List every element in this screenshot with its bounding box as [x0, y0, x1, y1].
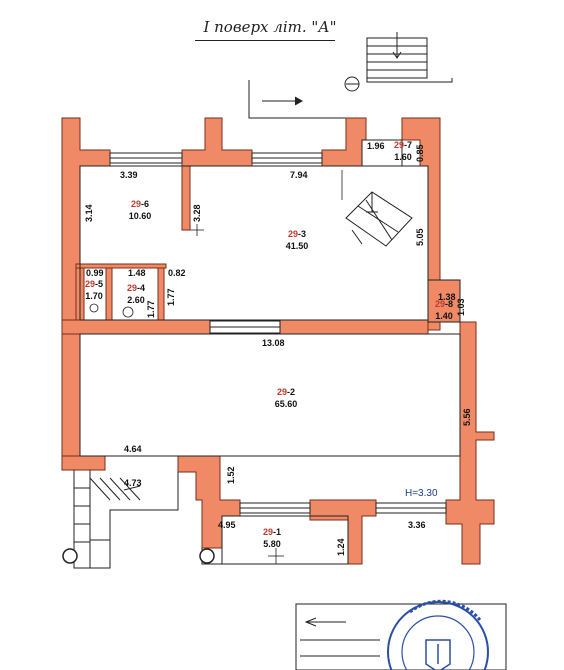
dim-stair-depth: 4.73	[124, 478, 142, 488]
dim-width-29-6: 3.39	[120, 170, 138, 180]
title-underline	[195, 40, 335, 41]
column-marker-3	[199, 548, 215, 564]
dim-29-1-width: 4.95	[218, 520, 236, 530]
dim-29-8-depth: 1.03	[456, 298, 466, 316]
dim-29-7-width: 1.96	[367, 141, 385, 151]
dim-29-1-depth: 1.24	[336, 538, 346, 556]
dim-29-3-left: 3.28	[192, 204, 202, 222]
dim-29-5-width: 0.99	[86, 268, 104, 278]
walls	[61, 117, 495, 565]
dim-width-29-2: 13.08	[262, 338, 285, 348]
dim-29-4-width: 1.48	[128, 268, 146, 278]
dim-29-6-depth: 3.14	[84, 204, 94, 222]
dim-29-3-right: 5.05	[415, 228, 425, 246]
column-marker-2	[62, 548, 78, 564]
upper-stair	[366, 32, 453, 83]
dim-stair-width: 4.64	[124, 444, 142, 454]
floor-title: І поверх літ. "А"	[203, 18, 337, 36]
dim-right-window: 3.36	[408, 520, 426, 530]
internal-stair	[345, 191, 413, 247]
door-marks	[89, 170, 343, 564]
official-stamp	[387, 599, 489, 670]
windows	[109, 152, 447, 514]
entrance-ramp	[248, 80, 359, 119]
dim-29-7-depth: 0.85	[415, 144, 425, 162]
dim-29-2-depth: 5.56	[462, 408, 472, 426]
dim-29-4-depth: 1.77	[146, 300, 156, 318]
dim-corridor-width: 0.82	[168, 268, 186, 278]
dim-width-29-3: 7.94	[290, 170, 308, 180]
dim-vestibule-wall: 1.52	[226, 466, 236, 484]
dim-corridor-depth: 1.77	[166, 288, 176, 306]
dim-29-8-width: 1.38	[438, 292, 456, 302]
title-block	[295, 603, 507, 670]
ceiling-height-label: H=3.30	[405, 488, 438, 499]
